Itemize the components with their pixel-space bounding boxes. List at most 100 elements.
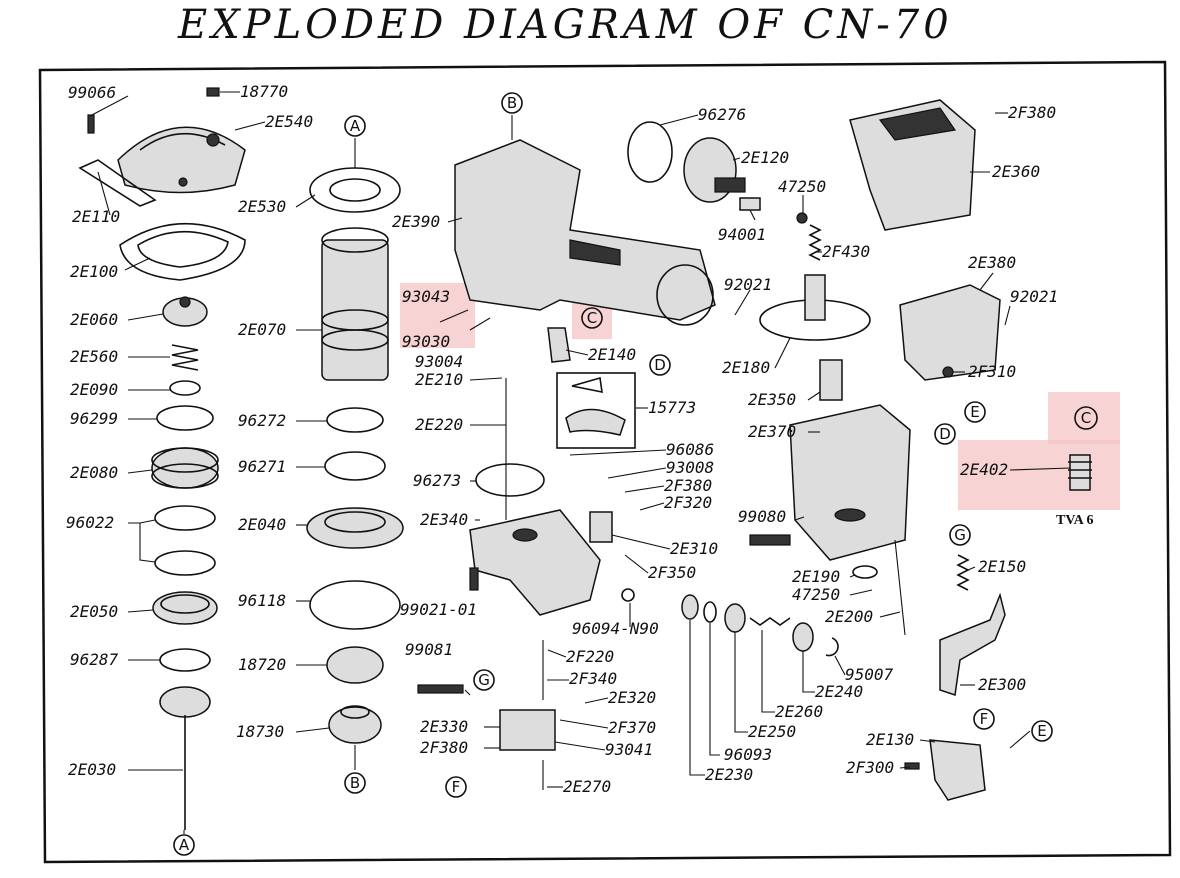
label-99066: 99066: [68, 83, 116, 102]
cap-assembly-2e540: [117, 126, 246, 194]
label-47250: 47250: [778, 177, 826, 196]
label-93004: 93004: [415, 352, 463, 371]
label-96276: 96276: [698, 105, 746, 124]
label-99081: 99081: [405, 640, 453, 659]
svg-text:E: E: [970, 403, 979, 421]
label-2e402: 2E402: [960, 460, 1008, 479]
bracket-2e110: [78, 159, 157, 207]
label-2e350: 2E350: [748, 390, 796, 409]
housing-2e390: [454, 139, 716, 326]
svg-text:E: E: [1037, 722, 1046, 740]
label-96022: 96022: [66, 513, 114, 532]
disk-2e180: [759, 274, 871, 341]
label-2e100: 2E100: [70, 262, 118, 281]
label-2e080: 2E080: [70, 463, 118, 482]
svg-text:G: G: [954, 526, 966, 544]
label-2e150: 2E150: [978, 557, 1026, 576]
svg-text:C: C: [1081, 409, 1091, 427]
plate-2e530: [309, 167, 401, 213]
svg-text:D: D: [939, 425, 951, 443]
highlight-93043-93030: [400, 283, 475, 348]
piston-2e080: [151, 447, 219, 489]
guard-2e380: [899, 284, 1001, 381]
label-2f380: 2F380: [664, 476, 712, 495]
oring-96272: [326, 407, 384, 433]
label-93041: 93041: [605, 740, 653, 759]
svg-text:B: B: [350, 774, 360, 792]
oring-96022: [154, 505, 216, 576]
ref-f-right: F: [973, 708, 995, 730]
svg-text:F: F: [452, 778, 461, 796]
label-2e130: 2E130: [866, 730, 914, 749]
label-2e060: 2E060: [70, 310, 118, 329]
ref-e-lower: E: [1031, 720, 1053, 742]
svg-text:B: B: [507, 94, 517, 112]
oring-96271: [324, 451, 386, 481]
ref-g-right: G: [949, 524, 971, 546]
label-2e340: 2E340: [420, 510, 468, 529]
feeder-2e350: [819, 359, 843, 401]
oring-96276: [627, 121, 673, 183]
label-2f380-lower: 2F380: [420, 738, 468, 757]
label-96086: 96086: [666, 440, 714, 459]
spring-2e150: [956, 554, 970, 591]
ref-e-upper: E: [964, 401, 986, 423]
cap-2e120: [683, 137, 746, 203]
svg-text:C: C: [587, 309, 597, 327]
trigger-parts: [499, 511, 613, 790]
label-2e050: 2E050: [70, 602, 118, 621]
label-93043: 93043: [402, 287, 450, 306]
ref-a-bottom: A: [173, 834, 195, 856]
label-2e220: 2E220: [415, 415, 463, 434]
label-94001: 94001: [718, 225, 766, 244]
highlight-2e402: [958, 440, 1120, 510]
spring-2e560: [171, 344, 199, 371]
plate-2e130: [929, 739, 986, 801]
gasket-2e100: [119, 222, 246, 281]
cover-2e360: [849, 99, 976, 231]
label-96299: 96299: [70, 409, 118, 428]
fitting-94001: [739, 197, 761, 211]
svg-text:D: D: [654, 356, 666, 374]
washer-2e190: [852, 565, 878, 579]
label-2e360: 2E360: [992, 162, 1040, 181]
screw-2f300: [904, 762, 920, 770]
svg-text:A: A: [350, 117, 361, 135]
svg-text:F: F: [980, 710, 989, 728]
nut-2f310: [942, 366, 954, 378]
label-96093: 96093: [724, 745, 772, 764]
screw-99021: [469, 567, 479, 591]
label-2f310: 2F310: [968, 362, 1016, 381]
pins-93043-93030: [439, 309, 491, 331]
label-96094-n90: 96094-N90: [572, 619, 659, 638]
drive-row: [621, 588, 839, 657]
label-2f340: 2F340: [569, 669, 617, 688]
bolt-99080: [749, 534, 791, 546]
label-96272: 96272: [238, 411, 286, 430]
oring-96299: [156, 405, 214, 431]
label-2e260: 2E260: [775, 702, 823, 721]
ref-d-upper: D: [649, 354, 671, 376]
washer-2e090: [169, 380, 201, 396]
label-2e040: 2E040: [238, 515, 286, 534]
label-2e140: 2E140: [588, 345, 636, 364]
label-96271: 96271: [238, 457, 286, 476]
ring-2e050: [152, 591, 218, 625]
label-18770: 18770: [240, 82, 288, 101]
bolt-99081: [417, 684, 464, 694]
lever-2e140: [547, 327, 571, 363]
cap-screw-99066: [87, 114, 95, 134]
bumper-18730: [328, 705, 382, 744]
label-2e120: 2E120: [741, 148, 789, 167]
label-2e210: 2E210: [415, 370, 463, 389]
label-95007: 95007: [845, 665, 894, 684]
cylinder-2e070: [321, 227, 389, 381]
label-2e200: 2E200: [825, 607, 873, 626]
label-92021: 92021: [724, 275, 772, 294]
driver-2e030: [159, 686, 211, 830]
label-2f370: 2F370: [608, 718, 656, 737]
label-2e390: 2E390: [392, 212, 440, 231]
label-2e250: 2E250: [748, 722, 796, 741]
label-2e370: 2E370: [748, 422, 796, 441]
